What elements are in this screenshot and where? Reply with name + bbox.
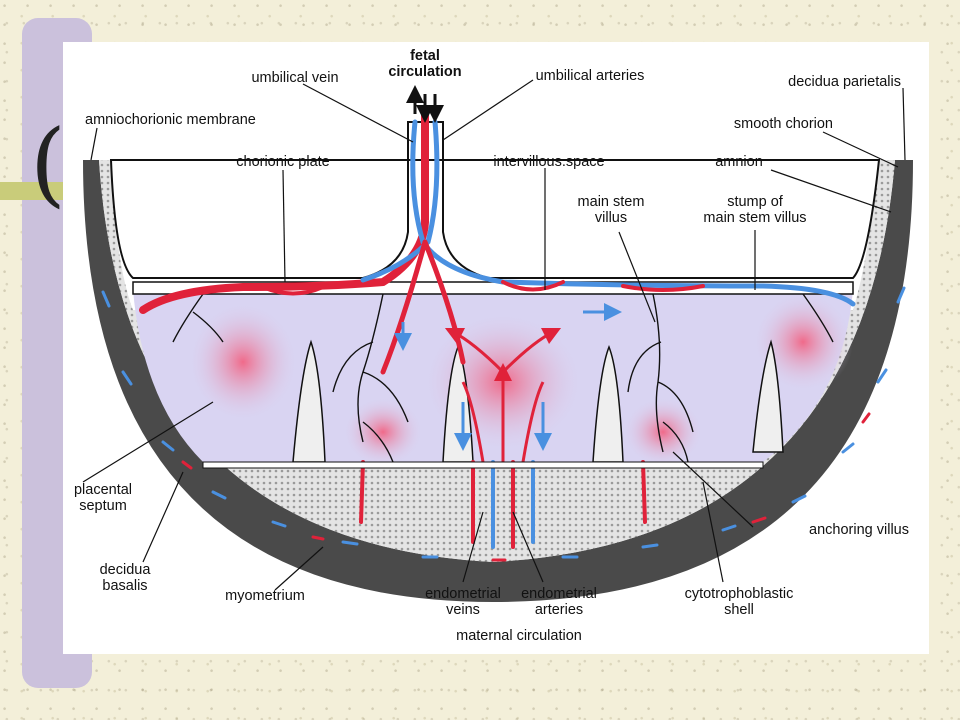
label-fetal: fetal xyxy=(410,48,440,64)
label-basalis: basalis xyxy=(102,578,147,594)
label-endometrial-arteries-2: arteries xyxy=(535,602,583,618)
label-amniochorionic-membrane: amniochorionic membrane xyxy=(85,112,256,128)
label-decidua: decidua xyxy=(100,562,152,578)
maternal-flow-arrows xyxy=(394,303,622,463)
label-placental: placental xyxy=(74,482,132,498)
label-cytotrophoblastic: cytotrophoblastic xyxy=(685,586,794,602)
endometrial-vessels xyxy=(359,460,647,549)
label-endometrial-arteries-1: endometrial xyxy=(521,586,597,602)
label-endometrial-veins-2: veins xyxy=(446,602,480,618)
label-main-stem: main stem xyxy=(578,194,645,210)
label-decidua-parietalis: decidua parietalis xyxy=(788,74,901,90)
myometrium-vessels xyxy=(101,286,906,559)
label-maternal-circulation: maternal circulation xyxy=(456,628,582,644)
label-myometrium: myometrium xyxy=(225,588,305,604)
label-intervillous-space: intervillous.space xyxy=(493,154,604,170)
label-chorionic-plate: chorionic plate xyxy=(236,154,330,170)
label-stump-main-stem-villus: main stem villus xyxy=(703,210,806,226)
fetal-circulation-arrows xyxy=(406,85,444,123)
myometrium-arteries xyxy=(181,412,871,562)
leader-lines xyxy=(82,79,906,591)
label-stump-of: stump of xyxy=(727,194,784,210)
label-circulation: circulation xyxy=(388,64,461,80)
umbilical-cord-vessels xyxy=(139,110,856,375)
label-villus: villus xyxy=(595,210,627,226)
diagram-panel: fetal circulation umbilical vein umbilic… xyxy=(63,42,929,654)
label-umbilical-vein: umbilical vein xyxy=(251,70,338,86)
label-anchoring-villus: anchoring villus xyxy=(809,522,909,538)
cytotrophoblastic-shell xyxy=(202,461,764,469)
slide-accent-line xyxy=(0,182,64,200)
bracket-decoration: ( xyxy=(30,110,66,217)
placenta-diagram: fetal circulation umbilical vein umbilic… xyxy=(74,48,913,644)
label-septum: septum xyxy=(79,498,127,514)
label-smooth-chorion: smooth chorion xyxy=(734,116,833,132)
label-amnion: amnion xyxy=(715,154,763,170)
label-umbilical-arteries: umbilical arteries xyxy=(536,68,645,84)
villous-trees xyxy=(172,293,834,463)
label-endometrial-veins-1: endometrial xyxy=(425,586,501,602)
label-shell: shell xyxy=(724,602,754,618)
